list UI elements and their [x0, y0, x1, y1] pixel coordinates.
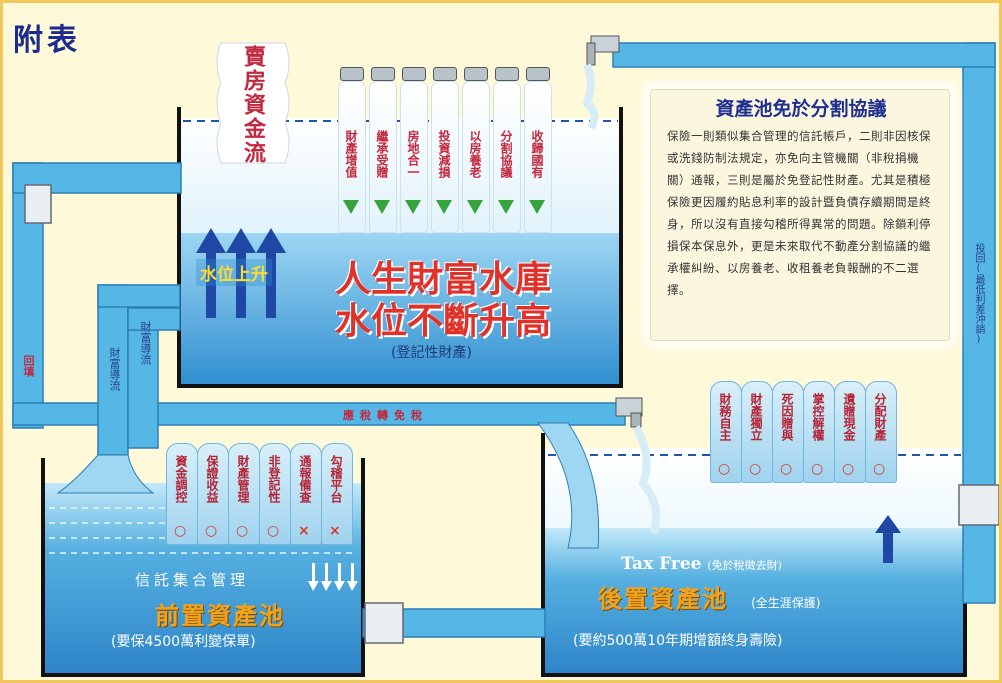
rear-pool-column-mark: ○ [873, 461, 886, 477]
reservoir-stream-label: 分割協議 [499, 130, 513, 178]
rear-pool-tank [541, 433, 967, 677]
front-down-arrows [308, 563, 358, 591]
side-faucet-icon [615, 397, 661, 535]
front-pool-column-label: 財產管理 [236, 455, 250, 503]
rear-pool-column-mark: ○ [811, 461, 824, 477]
selling-flow-banner [216, 42, 290, 164]
down-arrow-icon [374, 200, 390, 214]
rear-pool-column-label: 財務自主 [718, 393, 732, 441]
rear-pool-column-mark: ○ [718, 461, 731, 477]
water-rise-label: 水位上升 [196, 259, 272, 286]
waterfall-left [56, 454, 155, 494]
rear-pool-column-label: 財產獨立 [749, 393, 763, 441]
faucet-icon [402, 67, 426, 81]
pipe-horizontal-label: 應稅轉免稅 [343, 409, 428, 422]
reservoir-stream-label: 以房養老 [468, 130, 482, 178]
reservoir-stream-label: 繼承受贈 [375, 130, 389, 178]
down-arrow-icon [436, 200, 452, 214]
note-body: 保險一則類似集合管理的信託帳戶，二則非因核保或洗錢防制法規定，亦免向主管機關（非… [667, 129, 931, 297]
rear-pool-subtitle: (要約500萬10年期增額終身壽險) [573, 633, 783, 649]
faucet-icon [371, 67, 395, 81]
front-pool-column-label: 通報備查 [298, 455, 312, 503]
front-pool-column-mark: × [298, 523, 310, 539]
rear-pool-column-2 [741, 381, 773, 483]
pipe-left-return-label: 回填 [22, 355, 35, 377]
front-pool-column-mark: ○ [205, 523, 218, 539]
rear-pool-column-label: 分配財產 [873, 393, 887, 441]
rear-pool-column-mark: ○ [842, 461, 855, 477]
down-arrow-icon [498, 200, 514, 214]
rear-rise-arrow [875, 515, 901, 563]
note-panel [650, 89, 950, 341]
front-pool-column-mark: ○ [174, 523, 187, 539]
front-pool-label-top: 信託集合管理 [135, 571, 250, 589]
rear-pool-column-mark: ○ [780, 461, 793, 477]
down-arrow-icon [405, 200, 421, 214]
rear-pool-column-mark: ○ [749, 461, 762, 477]
reservoir-title-line2: 水位不斷升高 [335, 301, 552, 342]
front-pool-column-label: 保證收益 [205, 455, 219, 503]
selling-flow-label: 賣房資金流 [240, 45, 265, 165]
faucet-icon [340, 67, 364, 81]
down-arrow-icon [343, 200, 359, 214]
rear-pool-taxfree-note: (免於稅徵去財) [707, 559, 782, 572]
rear-pool-title: 後置資產池 [598, 585, 728, 613]
rear-pool-column-label: 掌控解權 [811, 393, 825, 441]
rear-pool-column-6 [865, 381, 897, 483]
front-pool-column-6 [321, 443, 353, 545]
front-pool-column-mark: ○ [267, 523, 280, 539]
front-pool-title: 前置資產池 [155, 602, 285, 630]
rear-pool-title-row: 後置資產池 (全生涯保護) [598, 579, 820, 614]
front-pool-column-label: 勾稽平台 [329, 455, 343, 503]
front-pool-column-4 [259, 443, 291, 545]
down-arrow-icon [529, 200, 545, 214]
front-pool-column-label: 資金調控 [174, 455, 188, 503]
pipe-network [12, 42, 999, 644]
reservoir-subtitle: (登記性財產) [391, 345, 472, 361]
faucet-icon [526, 67, 550, 81]
front-pool-column-2 [197, 443, 229, 545]
down-arrow-icon [467, 200, 483, 214]
rear-pool-label-top: Tax Free (免於稅徵去財) [621, 554, 782, 574]
front-pool-column-mark: × [329, 523, 341, 539]
pipe-left-flow-label: 財富導流 [108, 347, 121, 391]
reservoir-stream-label: 財產增值 [344, 130, 358, 178]
pipe-right-return-label: 投回(最低利差沖銷) [973, 243, 984, 345]
reservoir-title-line1: 人生財富水庫 [335, 259, 552, 300]
rear-pool-title-note: (全生涯保護) [751, 596, 821, 610]
reservoir-stream-label: 收歸國有 [530, 130, 544, 178]
front-pool-column-5 [290, 443, 322, 545]
reservoir-stream-label: 投資減損 [437, 130, 451, 178]
faucet-icon [495, 67, 519, 81]
front-pool-subtitle: (要保4500萬利變保單) [111, 634, 256, 650]
rear-pool-column-label: 遺贈現金 [842, 393, 856, 441]
rear-pool-column-label: 死因贈與 [780, 393, 794, 441]
page-title: 附表 [13, 23, 81, 58]
front-pool-column-mark: ○ [236, 523, 249, 539]
rear-pool-column-4 [803, 381, 835, 483]
faucet-icon [464, 67, 488, 81]
waterfall-rear [537, 422, 600, 549]
pipe-mid-flow-label: 財富導流 [139, 321, 152, 365]
top-faucet-icon [582, 35, 620, 130]
faucet-icon [433, 67, 457, 81]
rise-arrows [196, 228, 286, 318]
reservoir-stream-3 [400, 81, 428, 233]
reservoir-stream-label: 房地合一 [406, 130, 420, 178]
rear-pool-taxfree: Tax Free [621, 554, 702, 574]
note-title: 資產池免於分割協議 [715, 98, 887, 120]
front-pool-column-label: 非登記性 [267, 455, 281, 503]
